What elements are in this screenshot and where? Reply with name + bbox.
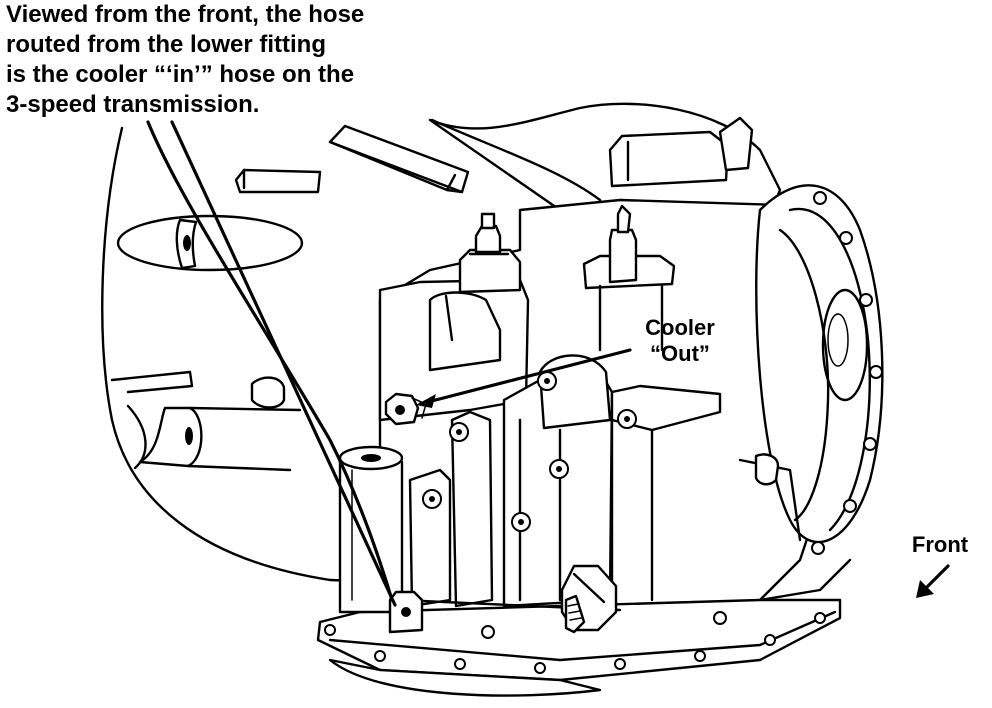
- caption-line-1: Viewed from the front, the hose: [6, 1, 365, 28]
- oil-pan: [316, 598, 842, 697]
- accumulator: [338, 445, 404, 614]
- caption: Viewed from the front, the hose routed f…: [6, 0, 364, 120]
- caption-line-3: is the cooler “‘in’” hose on the: [6, 61, 355, 88]
- engine-ghost-outline: [101, 126, 442, 586]
- front-arrow: [916, 564, 950, 598]
- cooler-out-label: Cooler “Out”: [620, 315, 740, 367]
- neutral-switch: [560, 564, 618, 634]
- cooler-out-label-line-2: “Out”: [650, 341, 710, 366]
- cooler-in-fitting: [388, 590, 424, 634]
- cooler-out-fitting: [384, 392, 427, 426]
- leader-lines: [146, 120, 632, 607]
- cooler-out-label-line-1: Cooler: [645, 315, 715, 340]
- mounting-pads: [234, 124, 470, 194]
- bolts: [422, 371, 727, 639]
- caption-line-4: 3-speed transmission.: [6, 91, 260, 118]
- front-label: Front: [911, 532, 969, 557]
- servo-manifold: [398, 354, 722, 612]
- caption-line-2: routed from the lower fitting: [6, 31, 326, 58]
